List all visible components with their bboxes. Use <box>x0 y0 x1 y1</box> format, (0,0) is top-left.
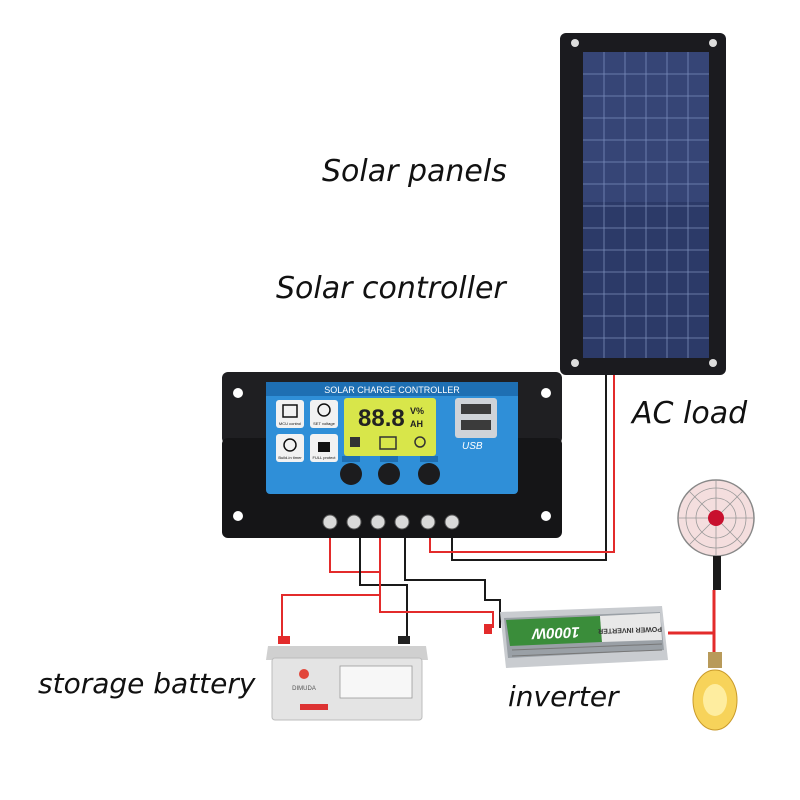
wire-battery-positive <box>281 535 381 640</box>
solar-controller-label: Solar controller <box>276 271 506 306</box>
light-bulb <box>692 652 738 731</box>
solar-panel <box>560 33 726 375</box>
wire-panel-positive <box>429 375 615 553</box>
wire-inverter-positive <box>379 535 494 628</box>
lcd-unit-bottom: AH <box>410 419 423 429</box>
timer-label: Build-in timer <box>278 455 302 460</box>
wire-inverter-negative <box>404 535 501 628</box>
ac-load-label: AC load <box>632 396 748 431</box>
lcd-digits: 88.8 <box>358 405 405 432</box>
controller-title: SOLAR CHARGE CONTROLLER <box>324 385 460 395</box>
mcu-label: MCU control <box>279 421 301 426</box>
lcd-unit-top: V% <box>410 406 424 416</box>
inverter-label: inverter <box>508 680 619 713</box>
wire-battery-negative <box>359 535 408 640</box>
storage-battery-label: storage battery <box>38 667 256 700</box>
set-voltage-label: SET voltage <box>313 421 335 426</box>
wire-panel-negative <box>451 375 607 561</box>
wire-load-red <box>668 590 716 635</box>
power-inverter: 1000W POWER INVERTER <box>484 606 668 668</box>
inverter-brand: POWER INVERTER <box>598 625 662 634</box>
inverter-rating: 1000W <box>530 623 580 642</box>
usb-label: USB <box>462 441 483 452</box>
electric-fan <box>677 479 755 590</box>
solar-panels-label: Solar panels <box>322 154 507 189</box>
charge-controller <box>222 372 562 538</box>
protect-label: FULL protect <box>313 455 337 460</box>
battery-brand: DIMUDA <box>292 686 316 692</box>
storage-battery: DIMUDA <box>266 636 428 721</box>
